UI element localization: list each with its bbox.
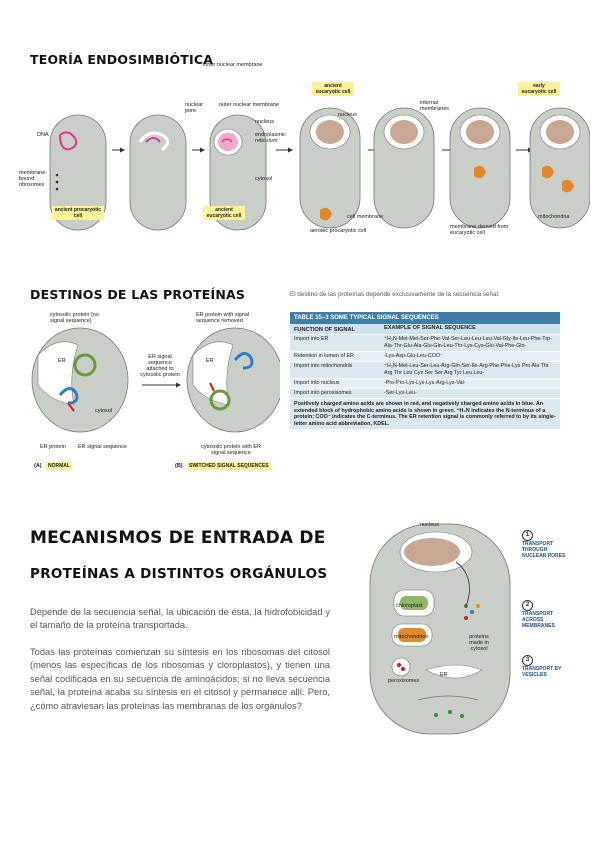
label-nucleus: nucleus [255,119,274,125]
step-number: 2 [522,600,533,611]
endosymbiosis-diagram [49,107,590,231]
procaryotic-cell-shape [49,114,107,231]
box-ancient-eucaryotic-1: ancient eucaryotic cell [203,206,245,220]
label-er-signal-removed: ER protein with signal sequence removed [196,312,250,324]
label-er-left: ER [58,358,66,364]
table-cell-sequence: ⁺H₃N-Met-Leu-Ser-Leu-Arg-Gln-Ser-Ile-Arg… [384,363,549,376]
organelle-transport-diagram [369,523,511,735]
box-early-eucaryotic: early eucaryotic cell [518,82,560,96]
label-membrane-ribosomes: membrane-bound ribosomes [19,170,48,188]
label-nucleus-2: nucleus [338,112,357,118]
table-row: Import into ER ⁺H₃N-Met-Met-Ser-Phe-Val-S… [290,334,560,351]
step-number: 1 [522,530,533,541]
label-chloroplast: chloroplast [396,603,423,609]
label-inner-nuclear: inner nuclear membrane [203,62,263,68]
step-number: 3 [522,655,533,666]
label-er-3: ER [440,672,448,678]
signal-sequences-table: TABLE 15–3 SOME TYPICAL SIGNAL SEQUENCES… [290,312,560,430]
table-cell-function: Retention in lumen of ER [294,353,354,359]
step-label: TRANSPORT THROUGH NUCLEAR PORES [522,541,566,559]
label-mitochondria: mitochondria [538,214,570,220]
table-note: Positively charged amino acids are shown… [290,398,560,430]
label-cell-membrane: cell membrane [347,214,384,220]
label-outer-nuclear: outer nuclear membrane [219,102,279,108]
label-cytosol: cytosol [255,176,273,182]
box-normal: NORMAL [46,462,72,470]
table-row: Import into peroxisomes -Ser-Lys-Leu- [290,388,560,398]
table-row: Import into mitochondria ⁺H₃N-Met-Leu-Ser… [290,361,560,378]
table-cell-function: Import into nucleus [294,380,340,386]
label-cytosolic-protein: cytosolic protein (no signal sequence) [50,312,99,324]
label-peroxisomes: peroxisomes [388,678,420,684]
label-er-right: ER [206,358,214,364]
box-switched: SWITCHED SIGNAL SEQUENCES [187,462,271,470]
table-cell-function: Import into ER [294,336,329,342]
table-col-example: EXAMPLE OF SIGNAL SEQUENCE [384,325,476,331]
label-membrane-derived: membrane derived from eucaryotic cell [450,224,509,236]
label-proteins-cytosol: proteins made in cytosol [469,634,489,652]
step-label: TRANSPORT ACROSS MEMBRANES [522,611,555,629]
label-internal-membranes: internal membranes [420,100,450,112]
label-cytosol-2: cytosol [95,408,113,414]
table-cell-sequence: -Pro-Pro-Lys-Lys-Lys-Arg-Lys-Val- [384,380,466,386]
label-nucleus-3: nucleus [420,522,439,528]
label-er-protein: ER protein [40,444,66,450]
table-header: FUNCTION OF SIGNAL EXAMPLE OF SIGNAL SEQ… [290,324,560,334]
protein-destinations-title: DESTINOS DE LAS PROTEÍNAS [30,287,246,302]
table-cell-sequence: -Ser-Lys-Leu- [384,390,417,396]
endosymbiotic-title: TEORÍA ENDOSIMBIÓTICA [30,52,214,67]
label-aerobic: aerobic procaryotic cell [310,228,367,234]
mechanisms-title-2: PROTEÍNAS A DISTINTOS ORGÁNULOS [30,566,328,582]
box-ancient-eucaryotic-2: ancient eucaryotic cell [312,82,354,96]
signal-swap-diagram [31,327,280,433]
label-b: (B) [175,463,183,469]
table-col-function: FUNCTION OF SIGNAL [294,327,355,333]
label-nuclear-pore: nuclear pore [185,102,204,114]
protein-destinations-subtitle: El destino de las proteínas depende excl… [290,291,500,298]
table-row: Retention in lumen of ER -Lys-Asp-Glu-Leu… [290,351,560,361]
label-dna: DNA [37,132,49,138]
mechanisms-title-1: MECANISMOS DE ENTRADA DE [30,528,326,548]
step-label: TRANSPORT BY VESICLES [522,666,562,678]
label-cytosolic-with-signal: cytosolic protein with ER signal sequenc… [201,444,261,456]
paragraph-2: Todas las proteínas comienzan su síntesi… [30,647,330,711]
table-cell-function: Import into mitochondria [294,363,352,369]
table-cell-sequence: ⁺H₃N-Met-Met-Ser-Phe-Val-Ser-Leu-Leu-Leu… [384,336,552,349]
dna-strand [59,131,78,151]
box-ancient-procaryotic: ancient procaryotic cell [52,206,104,220]
table-cell-sequence: -Lys-Asp-Glu-Leu-COO⁻ [384,353,443,359]
label-er: endoplasmic reticulum [255,132,286,144]
label-arrow-text: ER signal sequence attached to cytosolic… [140,354,180,378]
table-cell-function: Import into peroxisomes [294,390,352,396]
table-row: Import into nucleus -Pro-Pro-Lys-Lys-Lys-… [290,378,560,388]
label-er-signal-seq: ER signal sequence [78,444,127,450]
paragraph-1: Depende de la secuencia señal, la ubicac… [30,607,330,631]
label-a: (A) [34,463,42,469]
table-caption: TABLE 15–3 SOME TYPICAL SIGNAL SEQUENCES [290,312,560,324]
label-mitochondrion: mitochondrion [394,634,429,640]
